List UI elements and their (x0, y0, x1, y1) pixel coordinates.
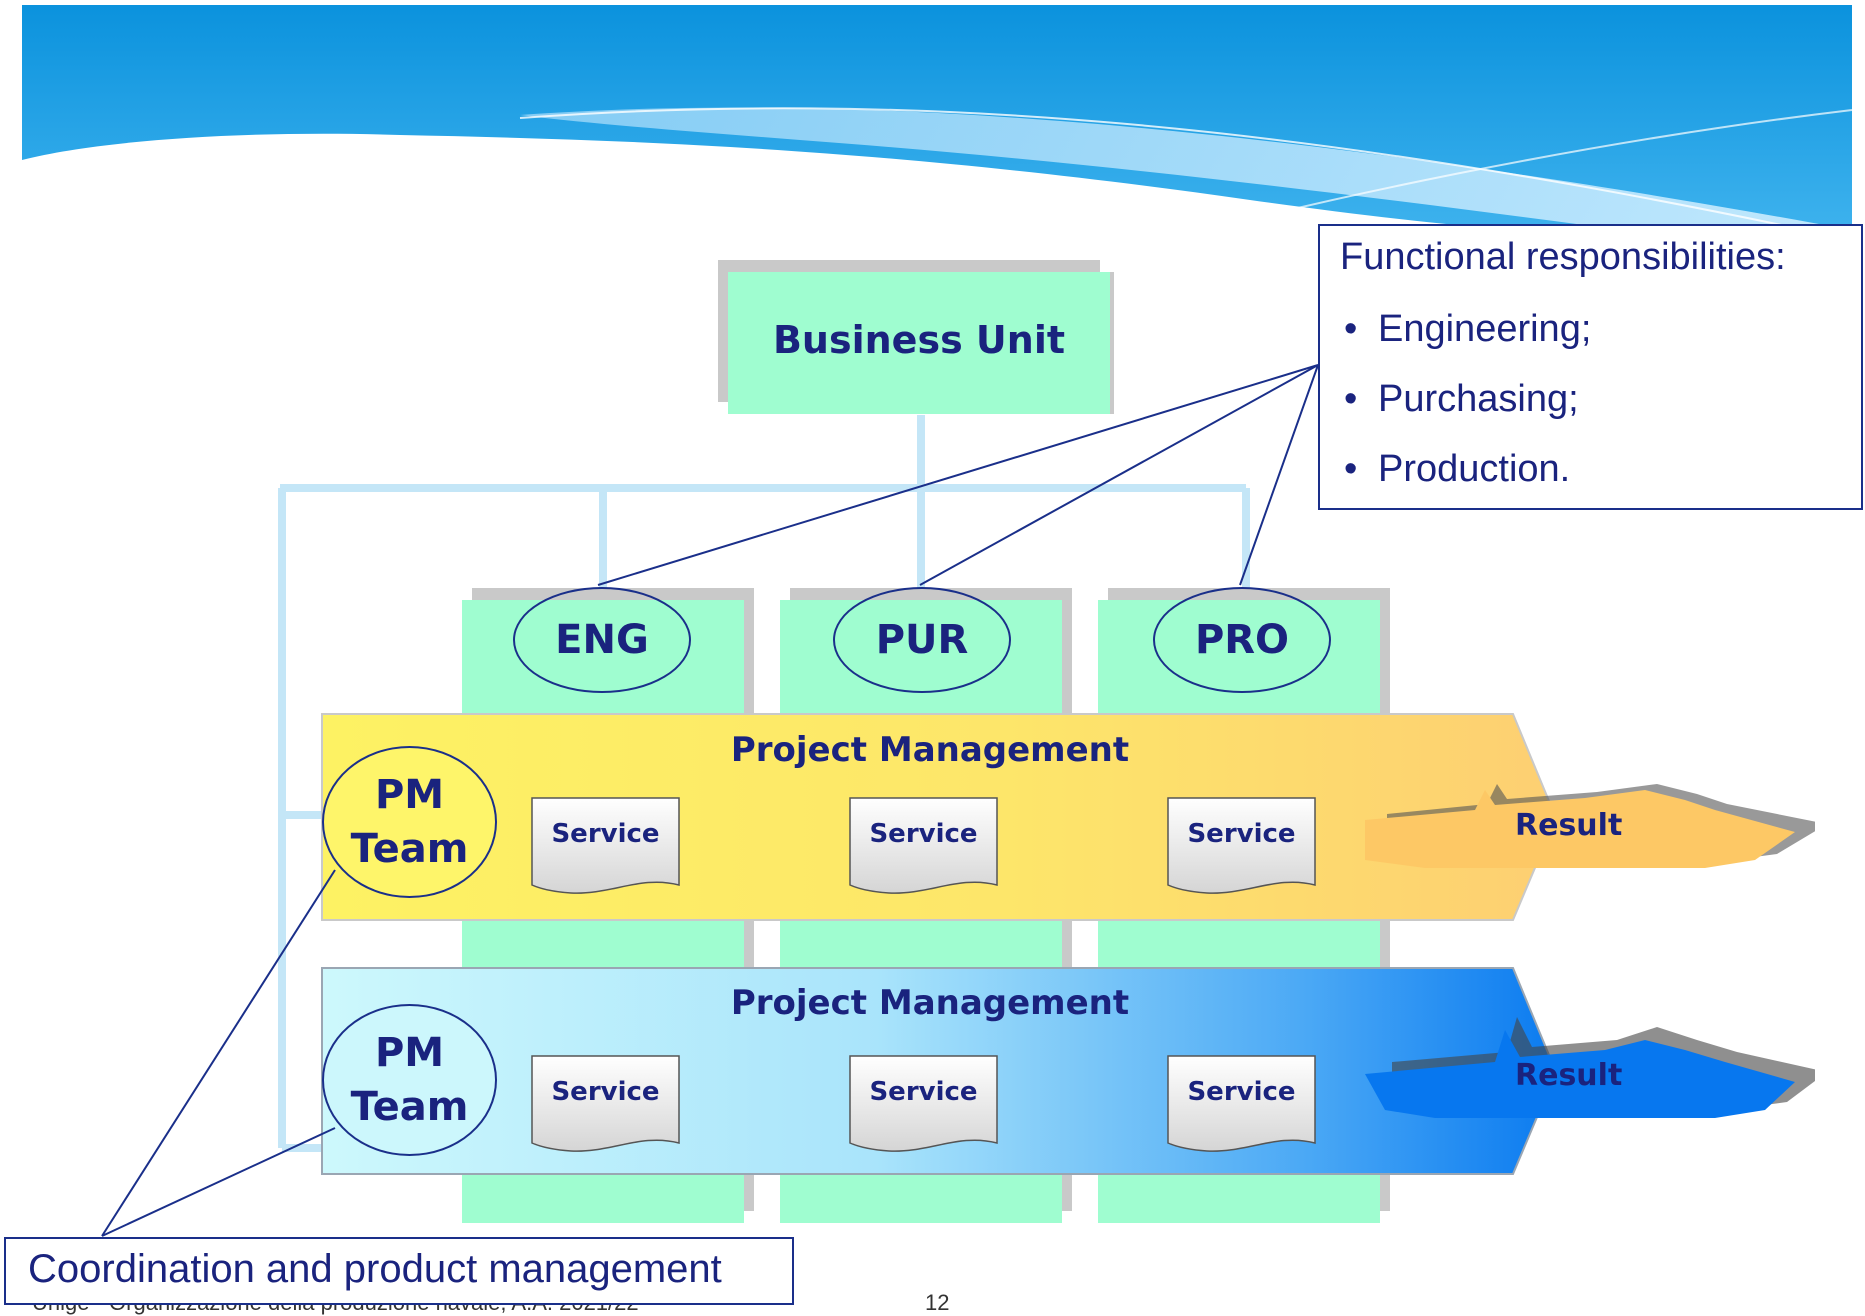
responsibility-item-3: • Production. (1344, 448, 1571, 491)
pm-team-oval-2: PM Team (322, 1004, 497, 1156)
pm-team-1-line1: PM (374, 772, 445, 818)
function-oval-pro: PRO (1153, 587, 1331, 693)
band-1-title: Project Management (730, 730, 1130, 770)
coordination-callout: Coordination and product management (4, 1237, 794, 1305)
service-doc-2-1: Service (531, 1055, 680, 1155)
header-wave (22, 5, 1853, 260)
footer-page-number: 12 (925, 1290, 950, 1315)
coordination-text: Coordination and product management (28, 1247, 722, 1291)
function-label-pro: PRO (1194, 617, 1290, 663)
function-oval-pur: PUR (833, 587, 1011, 693)
pm-team-2-line1: PM (374, 1030, 445, 1076)
responsibility-text-2: Purchasing; (1378, 378, 1579, 420)
business-unit-label: Business Unit (772, 318, 1066, 362)
ship-result-2 (1365, 1017, 1815, 1118)
service-label: Service (551, 819, 660, 849)
document-icon (849, 797, 998, 894)
service-doc-1-2: Service (849, 797, 998, 897)
functional-responsibilities-callout: Functional responsibilities: • Engineeri… (1318, 224, 1863, 510)
function-oval-eng: ENG (513, 587, 691, 693)
document-icon (1167, 797, 1316, 894)
service-doc-2-3: Service (1167, 1055, 1316, 1155)
pm-team-2-line2: Team (350, 1084, 469, 1130)
functional-responsibilities-title: Functional responsibilities: (1340, 236, 1786, 278)
document-icon (1167, 1055, 1316, 1152)
responsibility-text-1: Engineering; (1378, 308, 1592, 350)
bullet-icon: • (1344, 378, 1358, 420)
service-doc-1-3: Service (1167, 797, 1316, 897)
responsibility-item-1: • Engineering; (1344, 308, 1592, 351)
service-label: Service (869, 819, 978, 849)
result-label-1: Result (1515, 808, 1623, 843)
document-icon (531, 1055, 680, 1152)
service-doc-1-1: Service (531, 797, 680, 897)
band-2-title: Project Management (730, 983, 1130, 1023)
service-label: Service (551, 1077, 660, 1107)
pm-team-oval-1: PM Team (322, 746, 497, 898)
pm-team-1-line2: Team (350, 826, 469, 872)
service-label: Service (869, 1077, 978, 1107)
service-label: Service (1187, 819, 1296, 849)
service-doc-2-2: Service (849, 1055, 998, 1155)
document-icon (849, 1055, 998, 1152)
business-unit-box (728, 272, 1110, 414)
document-icon (531, 797, 680, 894)
responsibility-item-2: • Purchasing; (1344, 378, 1579, 421)
bullet-icon: • (1344, 448, 1358, 490)
function-label-pur: PUR (875, 617, 969, 663)
responsibility-text-3: Production. (1378, 448, 1571, 490)
function-label-eng: ENG (555, 617, 649, 663)
ship-result-1 (1365, 784, 1815, 868)
result-label-2: Result (1515, 1058, 1623, 1093)
bullet-icon: • (1344, 308, 1358, 350)
service-label: Service (1187, 1077, 1296, 1107)
